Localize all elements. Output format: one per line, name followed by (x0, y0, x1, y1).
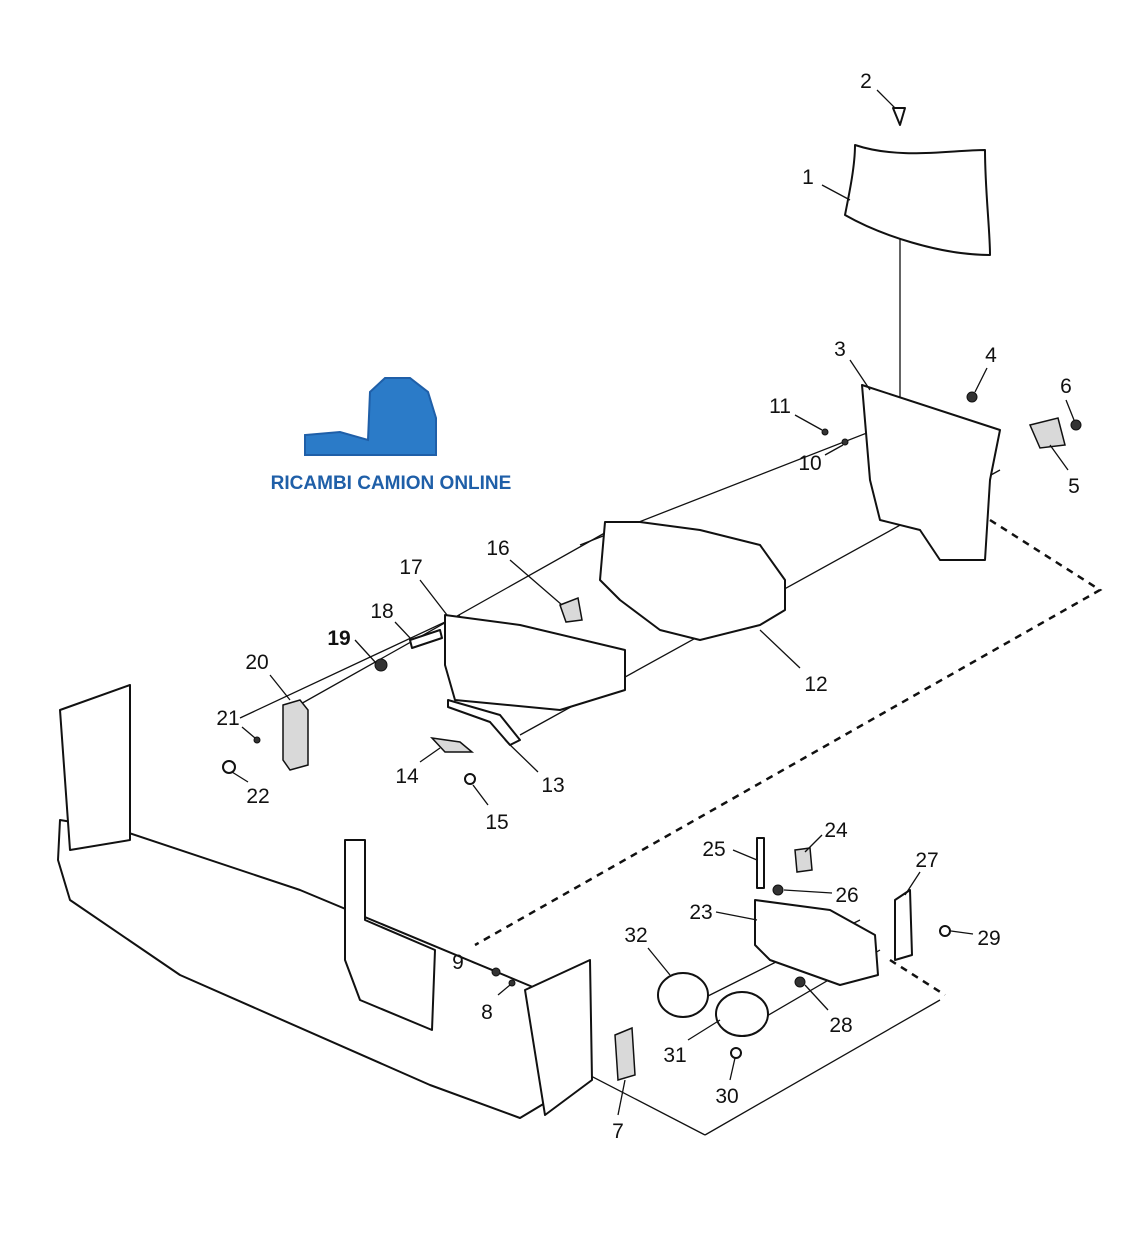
logo-truck-icon (304, 377, 437, 456)
callout-32: 32 (624, 924, 647, 947)
callout-12: 12 (804, 673, 827, 696)
part-12-headlamp-housing (599, 521, 786, 641)
part-7-mount (614, 1026, 636, 1081)
callout-2: 2 (860, 70, 872, 93)
callout-18: 18 (370, 600, 393, 623)
part-6-bolt (1070, 419, 1082, 431)
part-5-bracket (1028, 417, 1066, 449)
callout-31: 31 (663, 1044, 686, 1067)
part-15-screw (464, 773, 476, 785)
callout-24: 24 (824, 819, 848, 842)
callout-26: 26 (835, 884, 858, 907)
callout-3: 3 (834, 338, 846, 361)
front-bumper (57, 819, 551, 1119)
brand-logo: RICAMBI CAMION ONLINE (271, 377, 512, 494)
callout-4: 4 (985, 344, 997, 367)
callout-14: 14 (395, 765, 419, 788)
callout-21: 21 (216, 707, 239, 730)
callout-16: 16 (486, 537, 509, 560)
callout-labels: 1 2 3 4 5 6 7 8 9 10 11 12 13 14 15 16 1… (216, 70, 1080, 1143)
part-20-side-marker (282, 699, 309, 771)
part-4-bolt (966, 391, 978, 403)
part-27-bracket (894, 889, 913, 961)
part-7-bracket (524, 959, 593, 1116)
part-16-clip (559, 596, 583, 623)
part-28-bolt (794, 976, 806, 988)
callout-25: 25 (702, 838, 725, 861)
logo-text: RICAMBI CAMION ONLINE (271, 473, 512, 494)
part-32-fog-lamp (657, 972, 709, 1018)
part-29-screw (939, 925, 951, 937)
callout-17: 17 (399, 556, 422, 579)
part-9-nut (491, 967, 501, 977)
part-11-nut (821, 428, 829, 436)
callout-29: 29 (977, 927, 1000, 950)
callout-27: 27 (915, 849, 938, 872)
callout-5: 5 (1068, 475, 1080, 498)
part-24-clip (794, 847, 813, 873)
leader-lines (231, 89, 1075, 1116)
callout-28: 28 (829, 1014, 852, 1037)
part-19-bolt (374, 658, 388, 672)
callout-8: 8 (481, 1001, 493, 1024)
part-13-seal-strip (447, 699, 521, 746)
callout-6: 6 (1060, 375, 1072, 398)
callout-10: 10 (798, 452, 821, 475)
part-1-corner-cover (844, 144, 991, 256)
part-21-washer (253, 736, 261, 744)
bumper-bracket-left (59, 684, 131, 851)
part-2-screw (892, 107, 906, 126)
callout-7: 7 (612, 1120, 624, 1143)
callout-15: 15 (485, 811, 508, 834)
bumper-bracket-center (344, 839, 436, 1031)
part-8-washer (508, 979, 516, 987)
part-30-screw (730, 1047, 742, 1059)
callout-22: 22 (246, 785, 269, 808)
part-3-bracket (861, 384, 1001, 561)
callout-30: 30 (715, 1085, 738, 1108)
part-17-headlamp (444, 614, 626, 711)
callout-20: 20 (245, 651, 268, 674)
callout-11: 11 (769, 395, 791, 418)
callout-9: 9 (452, 951, 464, 974)
callout-23: 23 (689, 901, 712, 924)
part-22-screw (222, 760, 236, 774)
part-23-fog-lamp-housing (754, 899, 879, 986)
callout-19: 19 (327, 627, 350, 650)
callout-13: 13 (541, 774, 564, 797)
part-31-fog-lamp (715, 991, 769, 1037)
part-10-washer (841, 438, 849, 446)
part-26-nut (772, 884, 784, 896)
callout-1: 1 (802, 166, 814, 189)
part-25-strip (756, 837, 765, 889)
part-14-clip (430, 736, 475, 753)
part-18-pin (409, 629, 443, 649)
